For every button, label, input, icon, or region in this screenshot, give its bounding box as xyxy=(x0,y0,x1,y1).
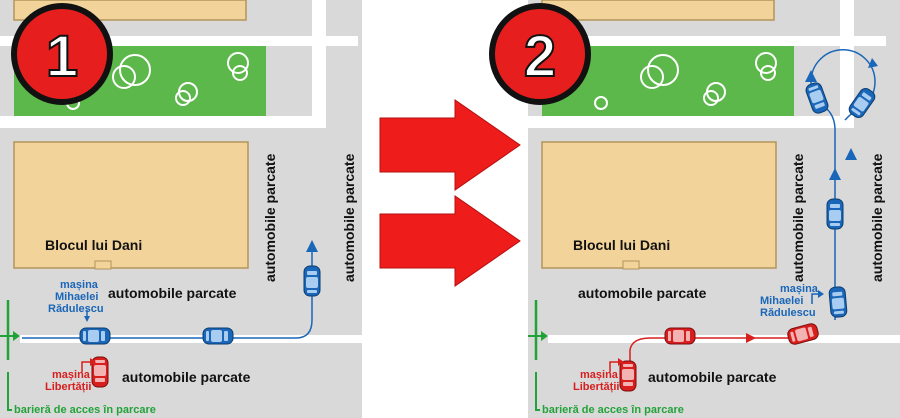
panel-1-parking-label-vertical-2: automobile parcate xyxy=(341,153,357,282)
panel-2-red-pointer xyxy=(609,361,620,372)
panel-2-blue-pointer xyxy=(811,293,820,304)
panel-2-car-blue-label-3: Rădulescu xyxy=(760,307,816,319)
panel-1-building-label: Blocul lui Dani xyxy=(45,237,142,253)
panel-1-building-entrance xyxy=(94,260,112,270)
transition-arrow-bottom xyxy=(379,195,521,287)
panel-2-trees xyxy=(594,52,777,110)
panel-2-step-badge xyxy=(489,3,591,105)
panel-2-car-blue-label-1: mașina xyxy=(780,283,819,295)
panel-2-car-libertatii xyxy=(619,360,637,392)
panel-2-car-red-label-2: Libertății xyxy=(573,381,619,393)
panel-1-blue-pointer-head xyxy=(84,316,90,322)
panel-1-car-blue-label-3: Rădulescu xyxy=(48,303,104,315)
panel-2-top-building xyxy=(541,0,775,21)
panel-2-building-label: Blocul lui Dani xyxy=(573,237,670,253)
panel-2-car-red-label-1: mașina xyxy=(580,369,619,381)
panel-2-building-entrance xyxy=(622,260,640,270)
panel-2-barrier-pointer xyxy=(535,372,540,411)
panel-1-trees xyxy=(66,52,249,110)
panel-2-blue-pointer-head xyxy=(818,290,824,298)
panel-2-car-red-moving xyxy=(664,327,696,345)
panel-1-car-blue-label-1: mașina xyxy=(60,279,99,291)
panel-1-parking-label-bottom: automobile parcate xyxy=(122,369,251,385)
panel-2-red-pointer-head xyxy=(618,358,624,366)
panel-1-sidewalk-vertical xyxy=(312,0,326,128)
panel-1-step-number: 1 xyxy=(46,24,78,89)
panel-1-car-mihaela xyxy=(79,327,111,345)
panel-1-blue-route-arrow xyxy=(306,240,318,252)
panel-2-barrier-arrow xyxy=(541,331,548,341)
panel-1-sidewalk-mid xyxy=(0,116,326,128)
panel-1-parking-label-vertical-1: automobile parcate xyxy=(262,153,278,282)
panel-2-blue-arrow-1 xyxy=(829,168,841,180)
panel-2-red-route xyxy=(629,337,790,370)
panel-2-sidewalk-mid xyxy=(528,116,854,128)
panel-2-parking-label-lower: automobile parcate xyxy=(578,285,707,301)
panel-1-building xyxy=(13,141,249,269)
panel-2-blue-arrow-3 xyxy=(805,70,817,82)
panel-2-car-mihaela xyxy=(828,285,848,319)
panel-2-car-blue-road xyxy=(826,198,844,230)
panel-2-parking-label-bottom: automobile parcate xyxy=(648,369,777,385)
panel-1-sidewalk-top xyxy=(0,36,358,46)
panel-1: Blocul lui Dani automobile parcate autom… xyxy=(0,0,372,418)
panel-2-building xyxy=(541,141,777,269)
panel-1-car-blue-3 xyxy=(303,265,321,297)
panel-1-parking-label-lower: automobile parcate xyxy=(108,285,237,301)
panel-1-blue-route xyxy=(22,250,313,339)
panel-1-barrier-arrow xyxy=(13,331,20,341)
panel-1-car-red-label-2: Libertății xyxy=(45,381,91,393)
panel-1-car-blue-2 xyxy=(202,327,234,345)
transition-arrows xyxy=(379,99,521,287)
panel-1-step-badge xyxy=(11,3,113,105)
panel-2-blue-arrow-4 xyxy=(868,58,878,68)
panel-1-barrier-pointer xyxy=(7,372,12,411)
panel-2-barrier-label: barieră de acces în parcare xyxy=(542,404,684,416)
panel-2-car-blue-label-2: Mihaelei xyxy=(760,295,803,307)
panel-2-sidewalk-vertical xyxy=(840,0,854,128)
panel-1-barrier-label: barieră de acces în parcare xyxy=(14,404,156,416)
panel-1-car-red-label-1: mașina xyxy=(52,369,91,381)
panel-1-red-pointer xyxy=(81,361,92,372)
panel-2-parking-label-vertical-1: automobile parcate xyxy=(790,153,806,282)
panel-2-lower-sidewalk xyxy=(548,335,900,343)
panel-1-car-blue-label-2: Mihaelei xyxy=(55,291,98,303)
panel-1-red-pointer-head xyxy=(90,358,96,366)
panel-1-right-edge xyxy=(362,0,372,418)
panel-2-sidewalk-top xyxy=(528,36,886,46)
panel-2: Blocul lui Dani automobile parcate autom… xyxy=(489,0,900,418)
panel-2-parking-label-vertical-2: automobile parcate xyxy=(869,153,885,282)
panel-1-lower-sidewalk xyxy=(20,335,372,343)
panel-2-blue-arrow-2 xyxy=(845,148,857,160)
panel-2-step-number: 2 xyxy=(524,24,556,89)
panel-2-red-route-arrow xyxy=(746,333,756,343)
transition-arrow-top xyxy=(379,99,521,191)
